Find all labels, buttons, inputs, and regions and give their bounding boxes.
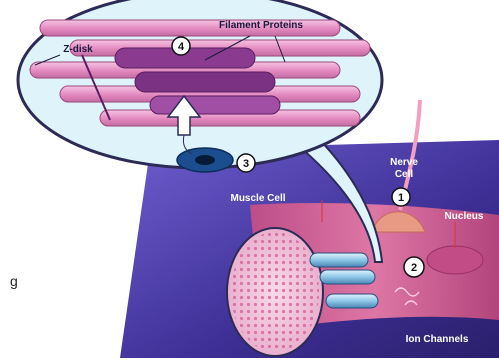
step-2-number: 2 — [411, 262, 417, 274]
step-3: 3 — [237, 154, 255, 172]
nerve-cell-label-line1: Nerve — [390, 157, 418, 168]
z-disk-label: Z-disk — [63, 44, 93, 55]
nerve-cell-label-line2: Cell — [395, 169, 414, 180]
step-1-number: 1 — [398, 192, 404, 204]
calcium-release-core — [195, 155, 215, 165]
step-1: 1 — [392, 188, 410, 206]
nucleus-label: Nucleus — [445, 211, 484, 222]
ion-channels-label: Ion Channels — [406, 334, 469, 345]
muscle-cell-label: Muscle Cell — [230, 193, 285, 204]
filament-proteins-label: Filament Proteins — [219, 20, 303, 31]
step-2: 2 — [404, 257, 424, 277]
edge-letter: g — [10, 273, 18, 289]
step-3-number: 3 — [243, 158, 249, 170]
step-4-number: 4 — [178, 41, 185, 53]
nucleus-shape — [427, 246, 483, 274]
step-4: 4 — [172, 37, 190, 55]
cross-section-texture — [231, 232, 319, 352]
